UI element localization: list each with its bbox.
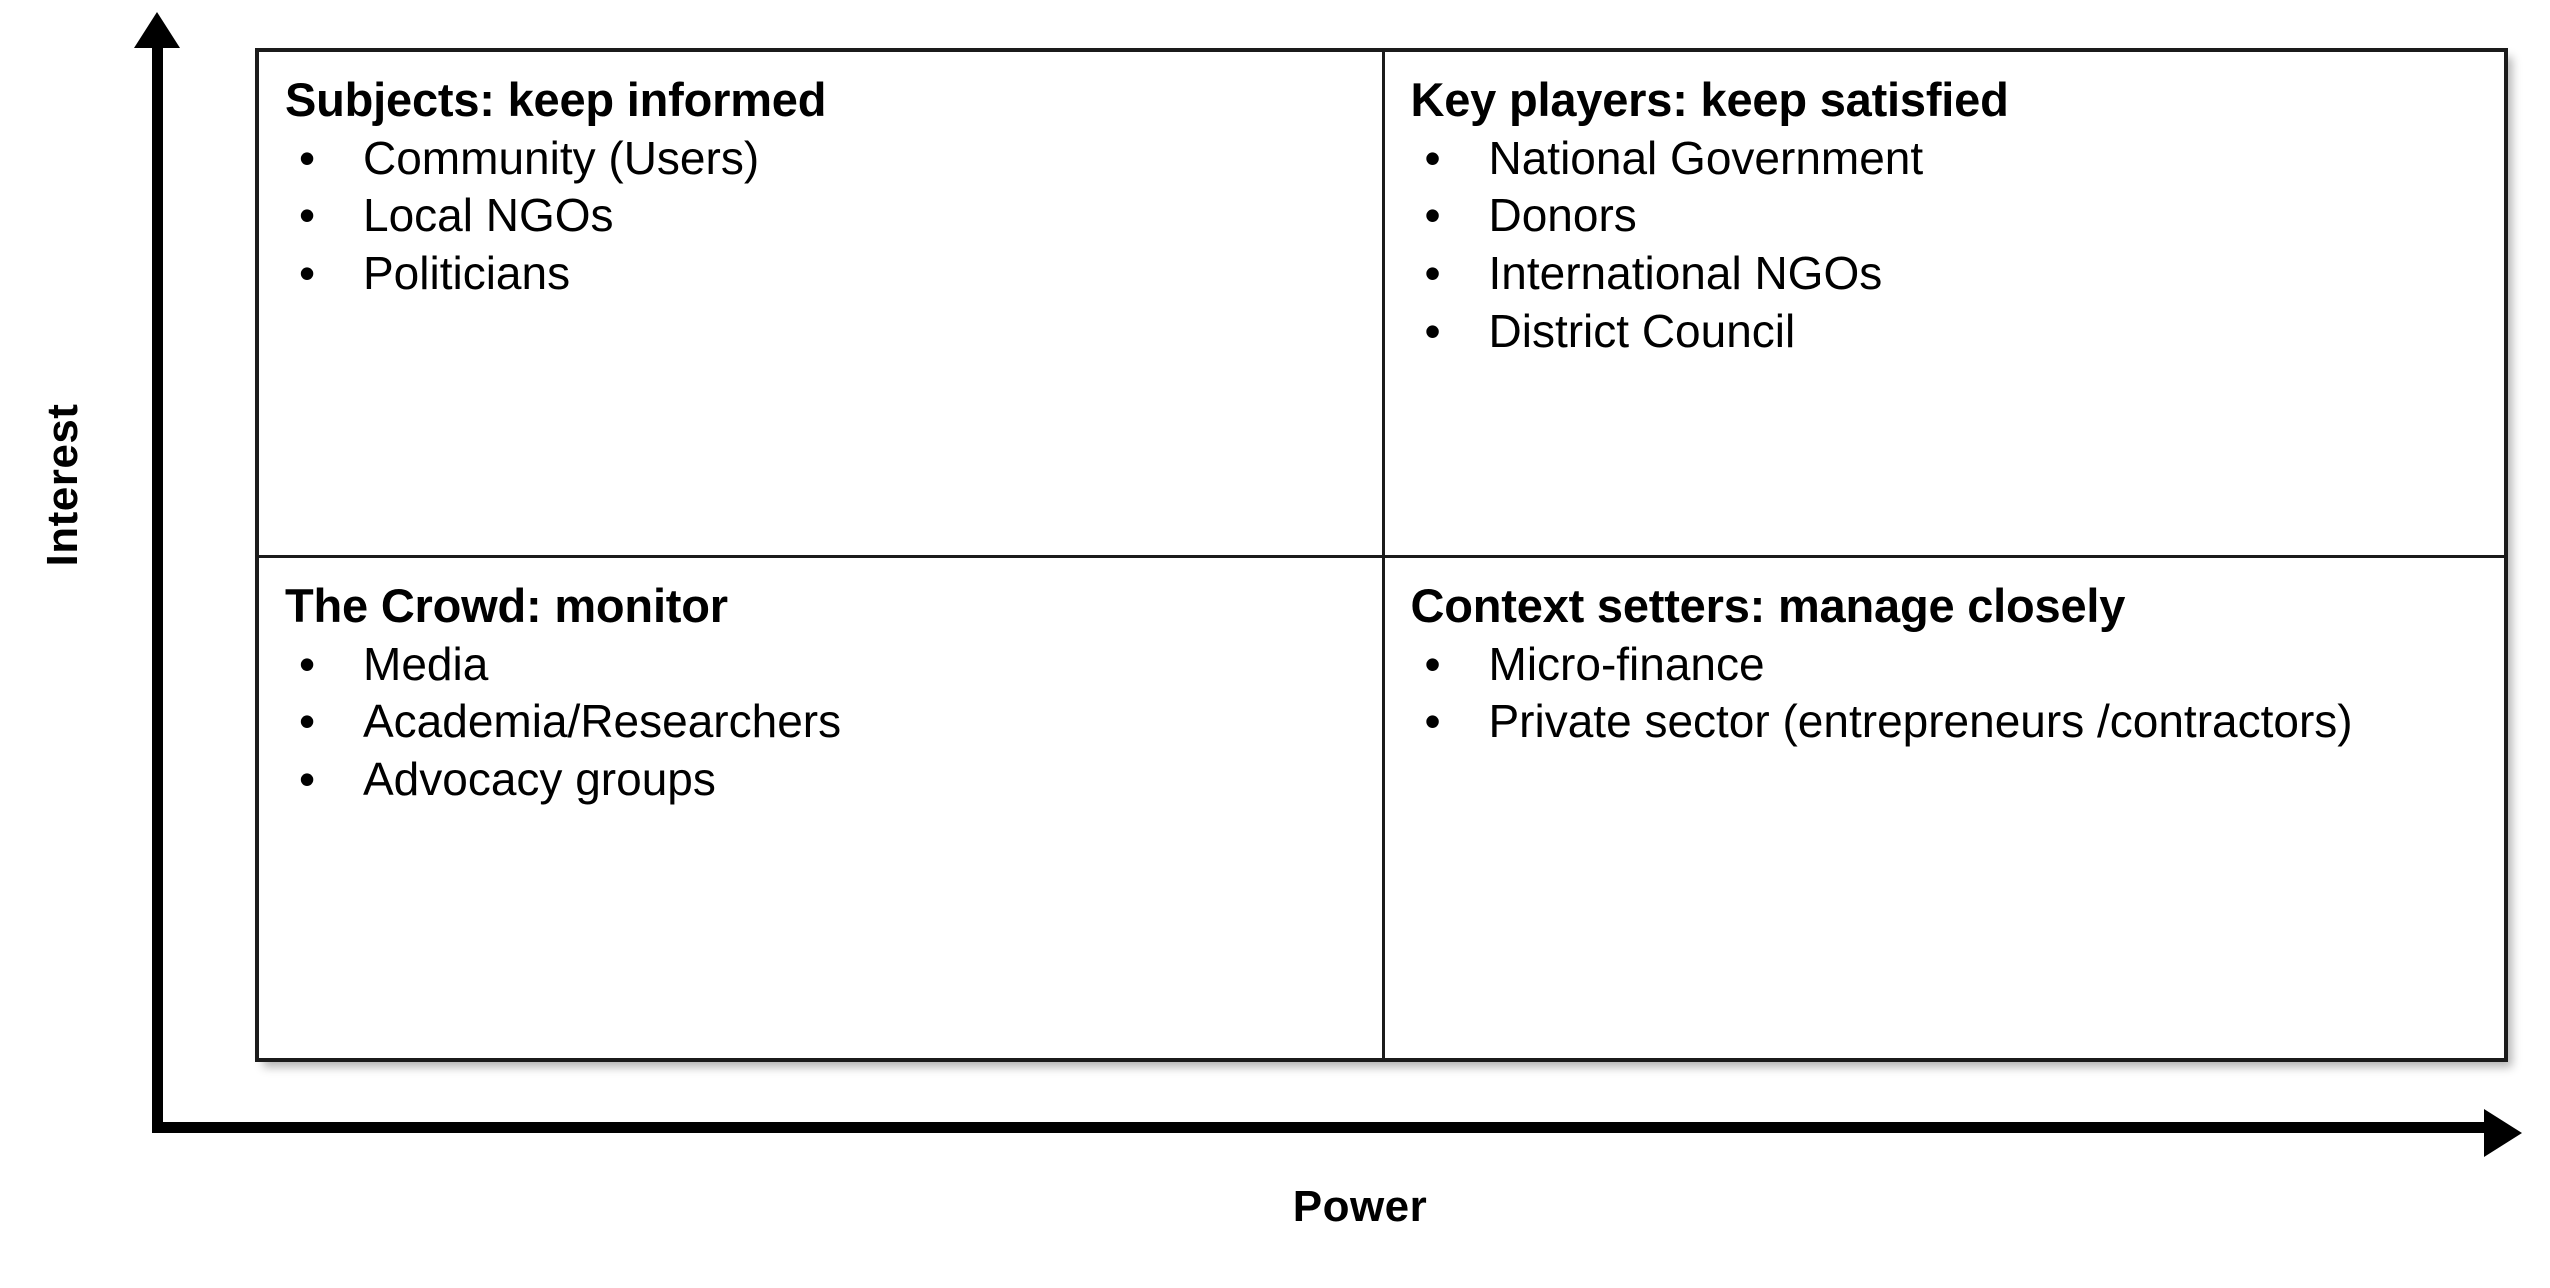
quadrant-title: Key players: keep satisfied	[1410, 73, 2009, 126]
list-item: • Media	[285, 637, 1356, 690]
list-item: • District Council	[1411, 306, 2479, 357]
list-item: • Politicians	[285, 248, 1356, 299]
list-item-label: International NGOs	[1488, 247, 1883, 300]
bullet-icon: •	[1424, 695, 1441, 748]
list-item-label: Academia/Researchers	[363, 695, 842, 748]
quadrant-top-left: Subjects: keep informed • Community (User…	[259, 52, 1382, 555]
x-axis-label: Power	[1292, 1182, 1428, 1231]
bullet-icon: •	[1424, 189, 1441, 242]
bullet-icon: •	[299, 753, 316, 806]
quadrant-item-list: • National Government • Donors • Internatio…	[1411, 131, 2479, 357]
bullet-icon: •	[1424, 305, 1441, 358]
matrix-box: Subjects: keep informed • Community (User…	[255, 48, 2508, 1062]
bullet-icon: •	[299, 247, 316, 300]
arrow-up-icon	[134, 12, 180, 48]
list-item: • Private sector (entrepreneurs /contract…	[1411, 696, 2479, 747]
list-item-label: Advocacy groups	[363, 753, 716, 806]
list-item: • Community (Users)	[285, 131, 1356, 184]
list-item: • National Government	[1411, 131, 2479, 184]
bullet-icon: •	[299, 637, 316, 690]
list-item-label: Donors	[1488, 189, 1637, 242]
list-item: • International NGOs	[1411, 248, 2479, 299]
y-axis-label: Interest	[38, 403, 87, 567]
quadrant-title: Subjects: keep informed	[285, 73, 827, 126]
quadrant-top-right: Key players: keep satisfied • National Go…	[1381, 52, 2505, 555]
bullet-icon: •	[1424, 637, 1441, 690]
bullet-icon: •	[1424, 131, 1441, 184]
quadrant-bottom-left: The Crowd: monitor • Media • Academia/Rese…	[259, 555, 1382, 1058]
list-item: • Local NGOs	[285, 190, 1356, 241]
list-item-label: Politicians	[363, 247, 571, 300]
list-item: • Micro-finance	[1411, 637, 2479, 690]
bullet-icon: •	[299, 131, 316, 184]
bullet-icon: •	[299, 695, 316, 748]
list-item-label: Micro-finance	[1488, 637, 1765, 690]
quadrant-item-list: • Community (Users) • Local NGOs • Politici…	[285, 131, 1356, 299]
quadrant-item-list: • Micro-finance • Private sector (entrepre…	[1411, 637, 2479, 748]
list-item-label: National Government	[1488, 131, 1924, 184]
list-item-label: Community (Users)	[363, 131, 760, 184]
list-item-label: Private sector (entrepreneurs /contracto…	[1488, 695, 2353, 748]
arrow-right-icon	[2484, 1109, 2522, 1157]
list-item: • Donors	[1411, 190, 2479, 241]
list-item: • Advocacy groups	[285, 754, 1356, 805]
list-item-label: District Council	[1488, 305, 1796, 358]
x-axis-line	[152, 1122, 2492, 1133]
bullet-icon: •	[299, 189, 316, 242]
list-item-label: Local NGOs	[363, 189, 614, 242]
quadrant-title: Context setters: manage closely	[1410, 579, 2126, 632]
list-item: • Academia/Researchers	[285, 696, 1356, 747]
quadrant-bottom-right: Context setters: manage closely • Micro-f…	[1381, 555, 2504, 1058]
y-axis-line	[152, 30, 163, 1130]
bullet-icon: •	[1424, 247, 1441, 300]
quadrant-title: The Crowd: monitor	[285, 579, 728, 632]
list-item-label: Media	[363, 637, 489, 690]
quadrant-item-list: • Media • Academia/Researchers • Advocacy g…	[285, 637, 1356, 805]
